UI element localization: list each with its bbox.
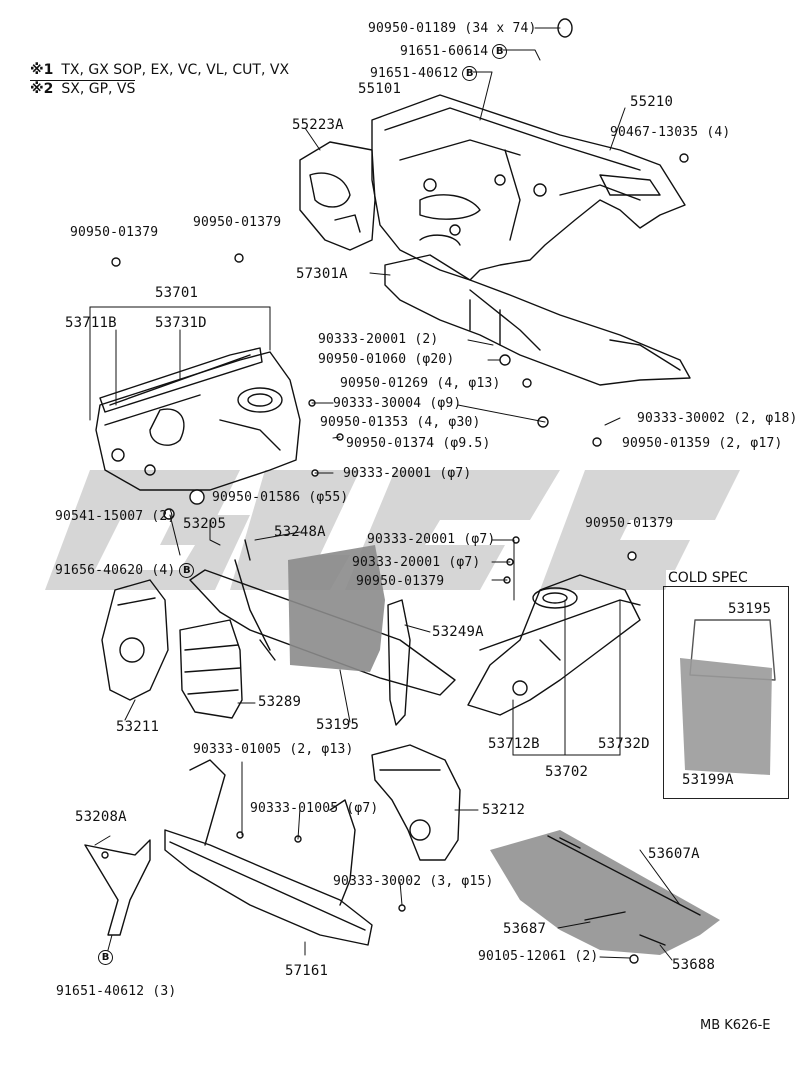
label-53701: 53701 bbox=[155, 285, 199, 301]
leader-lines bbox=[89, 27, 681, 961]
label-90333-20001-p7a: 90333-20001 (φ7) bbox=[343, 466, 472, 481]
label-53248A: 53248A bbox=[274, 524, 326, 540]
cold-spec-sheets bbox=[680, 619, 776, 775]
label-53732D: 53732D bbox=[598, 736, 650, 752]
label-90333-01005-2: 90333-01005 (2, φ13) bbox=[193, 742, 354, 757]
label-53688: 53688 bbox=[672, 957, 716, 973]
left-apron-53701 bbox=[95, 351, 301, 491]
legend-text-1: TX, GX SOP, EX, VC, VL, CUT, VX bbox=[61, 62, 290, 78]
label-90950-01189: 90950-01189 (34 x 74) bbox=[368, 21, 537, 36]
label-90105-12061: 90105-12061 (2) bbox=[478, 949, 599, 964]
label-91656-40620: 91656-40620 (4)B bbox=[55, 563, 195, 578]
label-53205: 53205 bbox=[183, 516, 227, 532]
label-90950-01586: 90950-01586 (φ55) bbox=[212, 490, 349, 505]
label-90333-20001-p7b: 90333-20001 (φ7) bbox=[367, 532, 496, 547]
label-90333-30004: 90333-30004 (φ9) bbox=[333, 396, 462, 411]
hood-prop bbox=[490, 830, 720, 955]
legend-row-2: ※2 SX, GP, VS bbox=[30, 80, 136, 97]
bracket-53249A bbox=[387, 599, 411, 726]
label-90950-01379-b: 90950-01379 bbox=[193, 215, 282, 230]
label-90950-01269: 90950-01269 (4, φ13) bbox=[340, 376, 501, 391]
label-53212: 53212 bbox=[482, 802, 526, 818]
right-apron-53702 bbox=[467, 574, 641, 716]
bracket-53208A bbox=[84, 839, 151, 936]
label-90333-30002-2: 90333-30002 (2, φ18) bbox=[637, 411, 798, 426]
cold-spec-part-2: 53199A bbox=[682, 772, 734, 788]
label-90333-30002-3: 90333-30002 (3, φ15) bbox=[333, 874, 494, 889]
label-90541-15007: 90541-15007 (2) bbox=[55, 509, 176, 524]
b-badge-icon: B bbox=[492, 44, 508, 59]
label-53711B: 53711B bbox=[65, 315, 117, 331]
label-90333-20001-p7c: 90333-20001 (φ7) bbox=[352, 555, 481, 570]
b-badge-icon: B bbox=[98, 950, 113, 965]
label-90950-01359: 90950-01359 (2, φ17) bbox=[622, 436, 783, 451]
legend-row-1: ※1 TX, GX SOP, EX, VC, VL, CUT, VX bbox=[30, 62, 289, 78]
fender-liner-53212 bbox=[371, 744, 461, 861]
label-91651-60614-text: 91651-60614 bbox=[400, 44, 489, 59]
label-57301A: 57301A bbox=[296, 266, 348, 282]
label-90950-01374: 90950-01374 (φ9.5) bbox=[346, 436, 491, 451]
label-90467-13035: 90467-13035 (4) bbox=[610, 125, 731, 140]
panel-53289 bbox=[179, 619, 243, 719]
cold-spec-box bbox=[663, 586, 789, 799]
radiator-support-upper bbox=[189, 539, 456, 696]
b-badge-icon: B bbox=[179, 563, 195, 578]
legend-mark-2: ※2 bbox=[30, 81, 54, 97]
label-55210: 55210 bbox=[630, 94, 674, 110]
lower-cowl-57301A bbox=[384, 254, 691, 386]
fender-liner-53211 bbox=[101, 579, 169, 701]
legend-text-2: SX, GP, VS bbox=[61, 81, 136, 97]
label-90950-01379-d: 90950-01379 bbox=[356, 574, 445, 589]
reinforcement-53731D bbox=[99, 347, 263, 413]
dash-panel-part bbox=[371, 94, 686, 281]
label-53289: 53289 bbox=[258, 694, 302, 710]
label-55101: 55101 bbox=[358, 81, 402, 97]
label-91651-40612-3: 91651-40612 (3) bbox=[56, 984, 177, 999]
label-53195: 53195 bbox=[316, 717, 360, 733]
label-90950-01060: 90950-01060 (φ20) bbox=[318, 352, 455, 367]
b-badge-icon: B bbox=[462, 66, 478, 81]
label-90950-01379-a: 90950-01379 bbox=[70, 225, 159, 240]
label-53607A: 53607A bbox=[648, 846, 700, 862]
label-90950-01353: 90950-01353 (4, φ30) bbox=[320, 415, 481, 430]
label-53249A: 53249A bbox=[432, 624, 484, 640]
label-53687: 53687 bbox=[503, 921, 547, 937]
label-53208A: 53208A bbox=[75, 809, 127, 825]
cold-spec-part-1: 53195 bbox=[728, 601, 772, 617]
label-53712B: 53712B bbox=[488, 736, 540, 752]
shroud-53195 bbox=[288, 545, 385, 672]
label-91651-40612-text: 91651-40612 bbox=[370, 66, 459, 81]
label-55223A: 55223A bbox=[292, 117, 344, 133]
label-57161: 57161 bbox=[285, 963, 329, 979]
cold-spec-title: COLD SPEC bbox=[666, 570, 750, 586]
label-90950-01379-c: 90950-01379 bbox=[585, 516, 674, 531]
label-53731D: 53731D bbox=[155, 315, 207, 331]
label-53211: 53211 bbox=[116, 719, 160, 735]
label-91656-40620-text: 91656-40620 (4) bbox=[55, 563, 176, 578]
label-90333-01005-p7: 90333-01005 (φ7) bbox=[250, 801, 379, 816]
diagram-code: MB K626-E bbox=[700, 1018, 771, 1033]
legend-mark-1: ※1 bbox=[30, 62, 54, 78]
label-90333-20001-2: 90333-20001 (2) bbox=[318, 332, 439, 347]
label-53702: 53702 bbox=[545, 764, 589, 780]
radiator-support-lower bbox=[164, 759, 373, 946]
side-panel-55223A bbox=[299, 141, 376, 251]
